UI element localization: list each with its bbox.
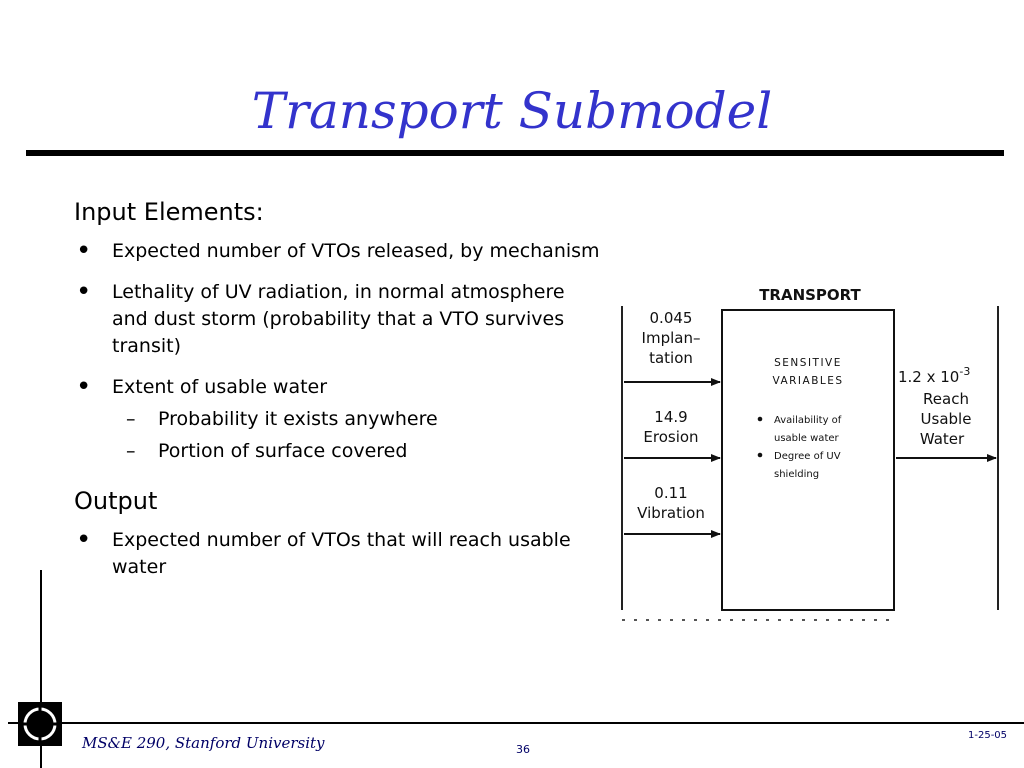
- variable-text: Degree of UV: [774, 451, 841, 462]
- sub-bullet-item: –Probability it exists anywhere: [112, 403, 604, 435]
- input-arrow-erosion: 14.9 Erosion: [624, 408, 721, 462]
- sub-bullet-text: Portion of surface covered: [158, 440, 408, 462]
- sub-bullet-list: –Probability it exists anywhere –Portion…: [112, 403, 604, 467]
- variable-bullet-icon: [757, 452, 763, 458]
- footer-course-name: MS&E 290, Stanford University: [82, 734, 325, 752]
- diagram-frame: [621, 306, 999, 621]
- bullet-icon: •: [76, 236, 92, 266]
- input-elements-heading: Input Elements:: [74, 198, 264, 226]
- sensitive-variables-heading: VARIABLES: [772, 375, 843, 387]
- bullet-text: Extent of usable water: [112, 376, 328, 398]
- bullet-item: • Extent of usable water –Probability it …: [74, 374, 604, 467]
- output-label: Water: [920, 430, 965, 448]
- input-value: 0.11: [654, 484, 687, 502]
- input-value: 0.045: [650, 309, 693, 327]
- bullet-item: • Expected number of VTOs that will reach…: [74, 527, 604, 581]
- slide-body: Input Elements: • Expected number of VTOs…: [74, 198, 604, 595]
- title-underline: [26, 150, 1004, 156]
- footer-horizontal-rule: [8, 722, 1024, 724]
- output-exponent: -3: [959, 365, 970, 378]
- slide-title: Transport Submodel: [251, 82, 773, 140]
- input-bullet-list: • Expected number of VTOs released, by me…: [74, 238, 604, 467]
- output-value: 1.2 x 10-3: [898, 365, 970, 386]
- box-title: TRANSPORT: [759, 286, 861, 304]
- input-arrow-vibration: 0.11 Vibration: [624, 484, 721, 538]
- output-bullet-list: • Expected number of VTOs that will reach…: [74, 527, 604, 581]
- sensitive-variables-heading: SENSITIVE: [774, 357, 842, 369]
- bullet-text: Expected number of VTOs that will reach …: [112, 529, 571, 578]
- variable-bullet-icon: [757, 416, 763, 422]
- footer-date: 1-25-05: [968, 730, 1008, 741]
- bullet-text: Lethality of UV radiation, in normal atm…: [112, 281, 565, 357]
- transport-box: [721, 309, 895, 611]
- output-label: Reach: [923, 390, 969, 408]
- input-label: Implan–: [642, 329, 701, 347]
- output-arrow-reach-usable-water: 1.2 x 10-3 Reach Usable Water: [896, 365, 997, 462]
- bullet-icon: •: [76, 277, 92, 307]
- output-label: Usable: [921, 410, 972, 428]
- input-label: Vibration: [637, 504, 705, 522]
- bullet-item: • Lethality of UV radiation, in normal at…: [74, 279, 604, 360]
- bullet-icon: •: [76, 372, 92, 402]
- bullet-text: Expected number of VTOs released, by mec…: [112, 240, 600, 262]
- variable-text: usable water: [774, 433, 840, 444]
- bullet-item: • Expected number of VTOs released, by me…: [74, 238, 604, 265]
- output-heading: Output: [74, 487, 158, 515]
- footer-vertical-rule: [40, 570, 42, 768]
- sub-bullet-text: Probability it exists anywhere: [158, 408, 438, 430]
- footer-page-number: 36: [516, 743, 530, 756]
- bullet-icon: •: [76, 525, 92, 555]
- input-arrow-implantation: 0.045 Implan– tation: [624, 309, 721, 386]
- dash-icon: –: [126, 440, 136, 462]
- input-label: Erosion: [643, 428, 698, 446]
- variable-text: Availability of: [774, 415, 842, 426]
- sub-bullet-item: –Portion of surface covered: [112, 435, 604, 467]
- transport-diagram: TRANSPORT 0.045 Implan– tation 14.9 Eros…: [620, 284, 1004, 624]
- crosshair-logo-icon: [18, 702, 62, 746]
- variable-text: shielding: [774, 469, 819, 480]
- input-label: tation: [649, 349, 693, 367]
- dash-icon: –: [126, 408, 136, 430]
- input-value: 14.9: [654, 408, 687, 426]
